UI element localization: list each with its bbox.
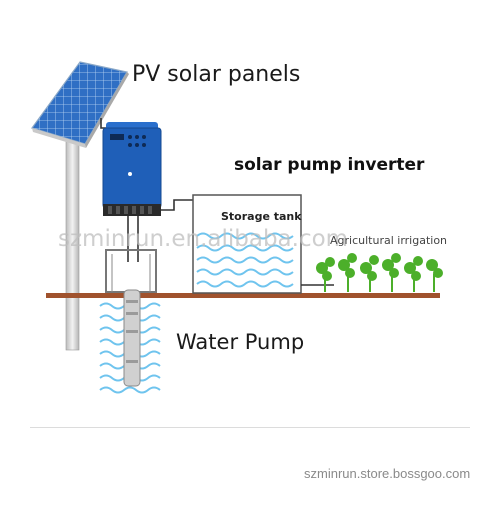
plant-icon	[316, 253, 443, 292]
well-casing	[105, 249, 157, 293]
inverter-icon	[102, 122, 162, 216]
pv-panels-label: PV solar panels	[132, 62, 301, 87]
solar-panel-icon	[31, 61, 129, 148]
watermark-text: szminrun.en.alibaba.com	[58, 226, 349, 252]
ground-line	[46, 293, 440, 298]
submersible-pump-icon	[123, 289, 141, 387]
storage-tank-icon	[192, 194, 302, 294]
tank-cable	[161, 199, 194, 211]
storage-tank-label: Storage tank	[221, 210, 302, 223]
footer-divider	[30, 427, 470, 428]
footer-url: szminrun.store.bossgoo.com	[304, 466, 471, 481]
irrigation-label: Agricultural irrigation	[330, 234, 448, 247]
inverter-label: solar pump inverter	[234, 155, 425, 175]
water-pump-label: Water Pump	[176, 330, 305, 354]
